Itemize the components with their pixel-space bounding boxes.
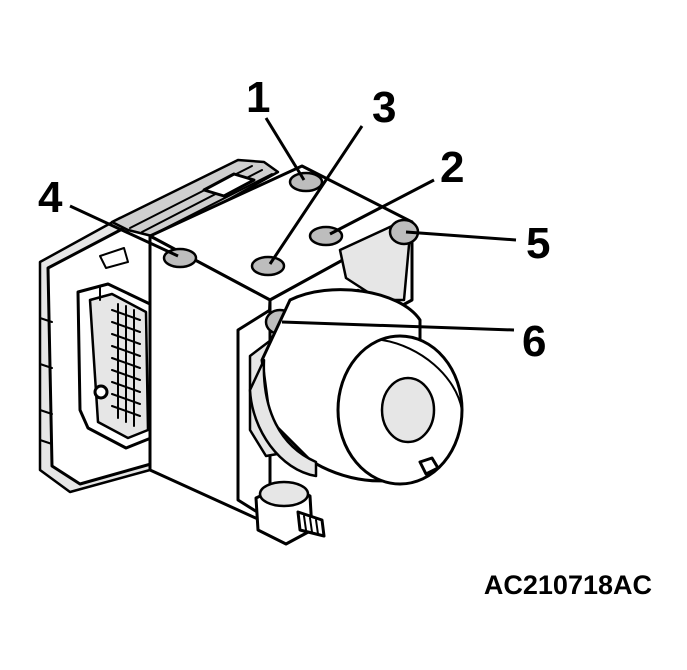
callout-2: 2 — [440, 143, 464, 192]
callout-labels: 1 2 3 4 5 6 — [38, 73, 550, 366]
callout-4: 4 — [38, 173, 63, 222]
callout-1: 1 — [246, 73, 270, 122]
pump-motor — [248, 288, 464, 486]
callout-5: 5 — [526, 219, 550, 268]
leader-3 — [268, 125, 364, 265]
callout-6: 6 — [522, 317, 546, 366]
leader-6 — [281, 320, 515, 332]
leader-1 — [264, 117, 306, 181]
figure-code: AC210718AC — [484, 570, 652, 600]
electrical-connector — [76, 282, 158, 450]
port-1 — [288, 171, 324, 193]
leader-4 — [69, 204, 179, 258]
leader-5 — [405, 230, 517, 242]
callout-3: 3 — [372, 83, 396, 132]
leader-lines — [69, 117, 517, 332]
ground-terminal — [254, 480, 326, 546]
port-3 — [250, 255, 286, 277]
leader-2 — [329, 178, 435, 236]
